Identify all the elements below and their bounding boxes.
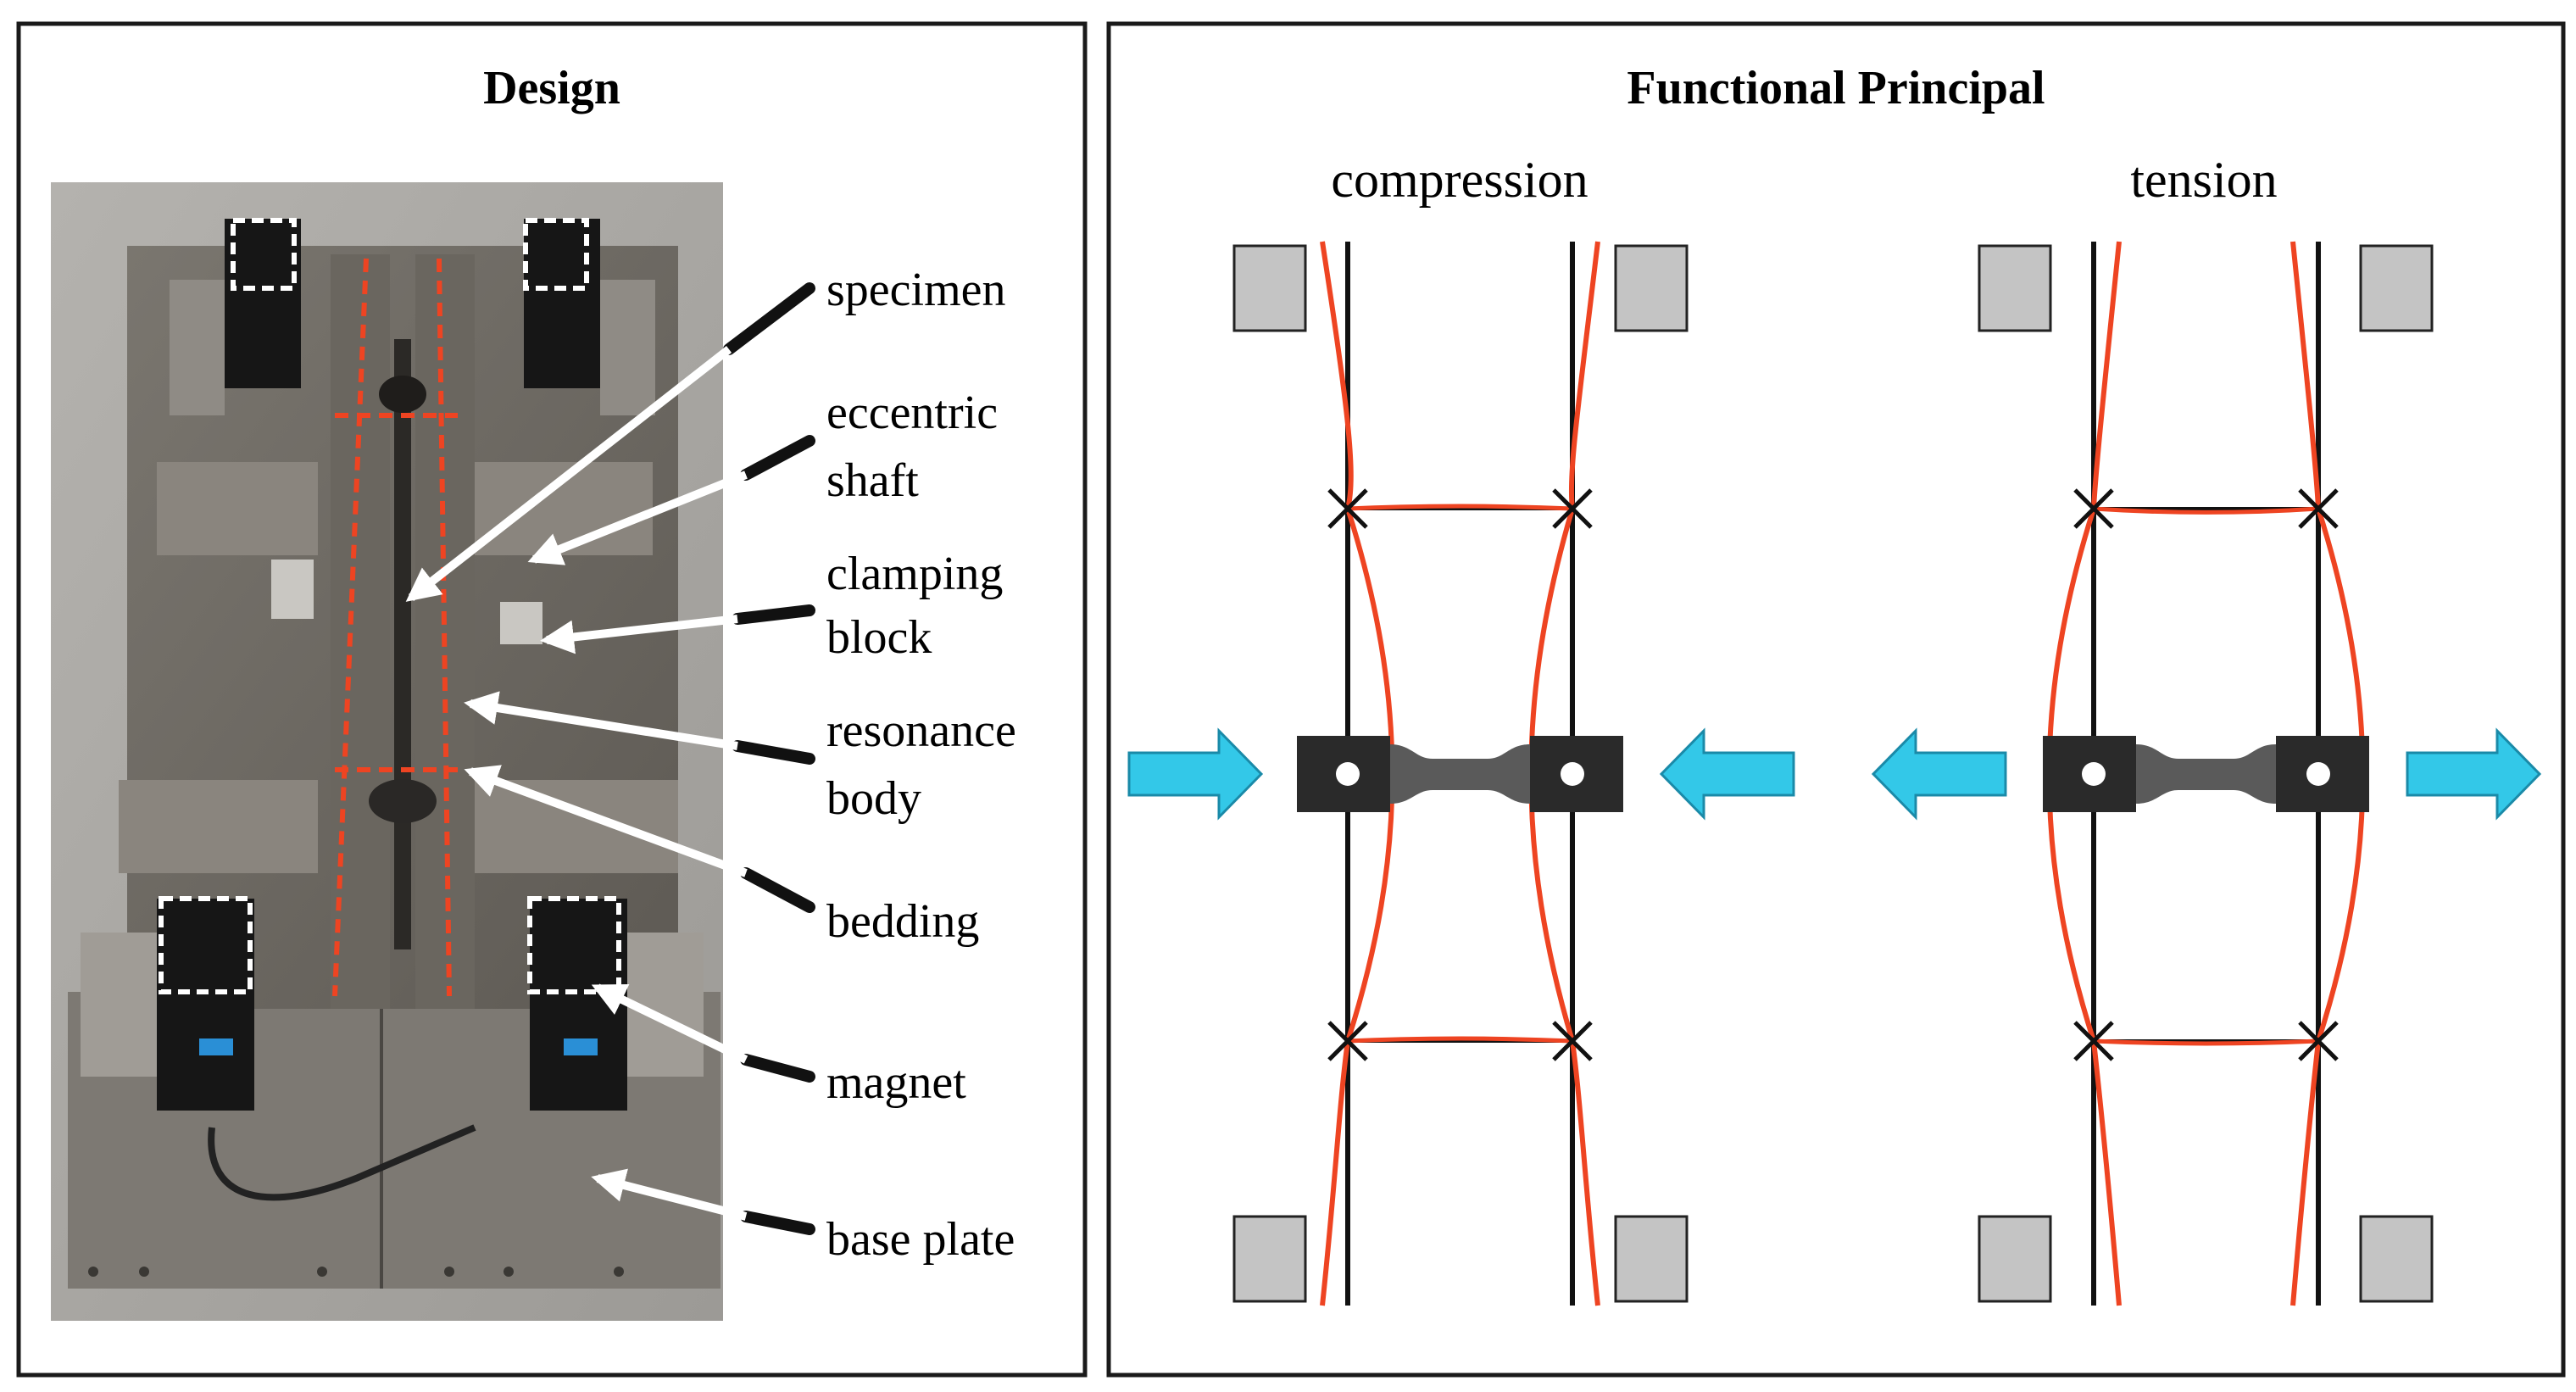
support-block (2359, 244, 2434, 332)
support-block (1614, 1215, 1689, 1303)
label-eccentric: eccentric (826, 387, 998, 439)
label-base-plate: base plate (826, 1213, 1015, 1266)
label-specimen: specimen (826, 264, 1005, 316)
support-block (2359, 1215, 2434, 1303)
principal-panel-title: Functional Principal (1627, 62, 2045, 114)
principal-panel-frame (1106, 21, 2566, 1378)
test-rig-photo (51, 182, 723, 1321)
compression-schematic (1127, 241, 1795, 1306)
tension-label: tension (2130, 152, 2277, 208)
label-bedding: bedding (826, 895, 979, 948)
design-panel-frame (16, 21, 1088, 1378)
support-block (1232, 244, 1307, 332)
support-block (1232, 1215, 1307, 1303)
specimen-compression (1297, 736, 1623, 812)
support-block (1978, 244, 2052, 332)
label-magnet: magnet (826, 1056, 966, 1109)
force-arrow-left (1871, 727, 2007, 821)
support-block (1978, 1215, 2052, 1303)
force-arrow-left (1659, 727, 1795, 821)
label-block: block (826, 611, 932, 664)
label-resonance: resonance (826, 704, 1016, 757)
label-body: body (826, 772, 921, 825)
label-clamping: clamping (826, 548, 1003, 600)
compression-label: compression (1331, 152, 1588, 208)
support-block (1614, 244, 1689, 332)
force-arrow-right (1127, 727, 1264, 821)
tension-schematic (1871, 241, 2542, 1306)
force-arrow-right (2406, 727, 2542, 821)
design-panel-title: Design (483, 62, 620, 114)
callout-leaders (405, 282, 815, 1235)
specimen-tension (2043, 736, 2369, 812)
label-shaft: shaft (826, 454, 919, 507)
